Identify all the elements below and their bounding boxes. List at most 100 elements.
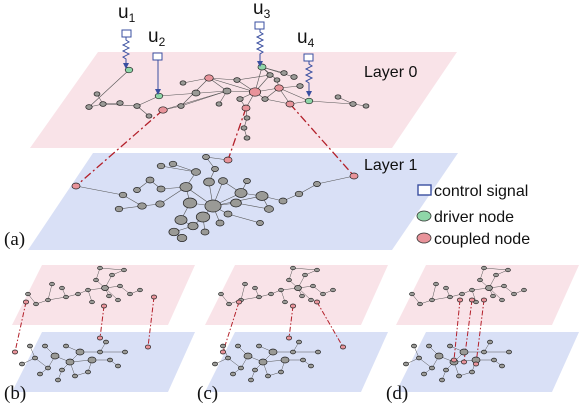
- network-node: [204, 199, 222, 213]
- network-node: [443, 367, 449, 373]
- network-node: [137, 287, 143, 293]
- network-node: [320, 291, 326, 297]
- network-node: [133, 187, 141, 193]
- network-node: [236, 96, 244, 102]
- network-node: [45, 297, 51, 303]
- driver-node-icon: [416, 210, 432, 222]
- network-node: [85, 369, 91, 375]
- network-node: [168, 160, 178, 168]
- network-node: [487, 339, 493, 345]
- network-node: [191, 89, 201, 97]
- network-node: [434, 352, 444, 360]
- network-node: [75, 291, 81, 297]
- layer-0-nodes: [85, 63, 370, 141]
- network-node: [230, 198, 242, 208]
- coupled-node-icon: [416, 232, 432, 244]
- network-node: [230, 371, 236, 377]
- network-node: [403, 361, 409, 367]
- network-node: [114, 205, 124, 213]
- network-node: [313, 181, 321, 187]
- network-node: [429, 297, 435, 303]
- network-node: [242, 281, 248, 287]
- network-node: [433, 281, 439, 287]
- network-node: [176, 234, 188, 242]
- network-node: [294, 190, 304, 198]
- network-node: [75, 348, 85, 356]
- network-node: [265, 373, 271, 379]
- network-node: [261, 96, 269, 102]
- network-node: [417, 301, 423, 307]
- network-node: [182, 197, 198, 209]
- network-node: [258, 358, 268, 366]
- coupled-node: [96, 335, 104, 341]
- network-node: [122, 349, 128, 355]
- network-node: [278, 287, 284, 293]
- network-node: [137, 202, 147, 210]
- network-node: [220, 343, 226, 349]
- network-node: [211, 166, 219, 172]
- network-node: [315, 349, 321, 355]
- network-node: [521, 287, 527, 293]
- network-node: [506, 349, 512, 355]
- network-node: [469, 287, 475, 293]
- coupled-node: [450, 357, 458, 363]
- network-node: [362, 103, 370, 109]
- network-node: [294, 285, 302, 291]
- coupled-node: [289, 303, 297, 309]
- network-node: [248, 377, 254, 383]
- network-node: [334, 94, 342, 100]
- layer-0-plane: [205, 265, 388, 325]
- panel-c: [205, 265, 388, 392]
- coupled-node: [22, 299, 30, 305]
- mini-nodes: [11, 265, 158, 383]
- interlayer-links: [75, 103, 355, 187]
- network-node: [268, 348, 278, 356]
- panel-a: u1 u2 u3 u4 Layer 0 Layer 1 control sign…: [4, 0, 530, 250]
- network-node: [168, 227, 180, 237]
- network-node: [286, 277, 292, 283]
- coupled-node: [456, 297, 464, 303]
- network-node: [296, 339, 302, 345]
- network-node: [218, 291, 224, 297]
- panel-label-c: (c): [197, 383, 218, 404]
- network-node: [290, 74, 298, 80]
- network-node: [416, 355, 422, 361]
- network-node: [59, 367, 65, 373]
- network-node: [235, 343, 241, 349]
- panel-d: [396, 265, 579, 392]
- coupled-node: [158, 106, 168, 114]
- network-node: [25, 291, 31, 297]
- network-node: [93, 277, 99, 283]
- network-node: [222, 87, 232, 95]
- network-node: [37, 371, 43, 377]
- network-node: [85, 287, 91, 293]
- driver-node: [154, 92, 164, 100]
- network-node: [447, 343, 453, 349]
- network-node: [65, 358, 75, 366]
- network-node: [115, 363, 121, 369]
- network-node: [45, 365, 51, 371]
- layer-1-plane: [396, 332, 579, 392]
- network-node: [174, 215, 188, 225]
- network-node: [42, 343, 48, 349]
- network-node: [278, 197, 288, 205]
- network-node: [443, 285, 449, 291]
- coupled-node: [313, 299, 321, 305]
- network-node: [252, 285, 258, 291]
- network-node: [299, 293, 305, 299]
- coupled-node: [150, 294, 158, 300]
- coupled-node: [241, 104, 251, 112]
- coupled-node: [285, 335, 293, 341]
- interlayer-links: [222, 301, 344, 353]
- panel-label-b: (b): [4, 383, 26, 404]
- network-node: [296, 83, 304, 89]
- coupled-node: [285, 100, 295, 108]
- coupled-node: [274, 84, 284, 92]
- network-node: [429, 365, 435, 371]
- coupled-node: [349, 172, 359, 180]
- coupled-node: [71, 182, 81, 190]
- input-label-u2: u2: [148, 26, 166, 49]
- input-label-u4: u4: [297, 27, 315, 50]
- network-node: [499, 363, 505, 369]
